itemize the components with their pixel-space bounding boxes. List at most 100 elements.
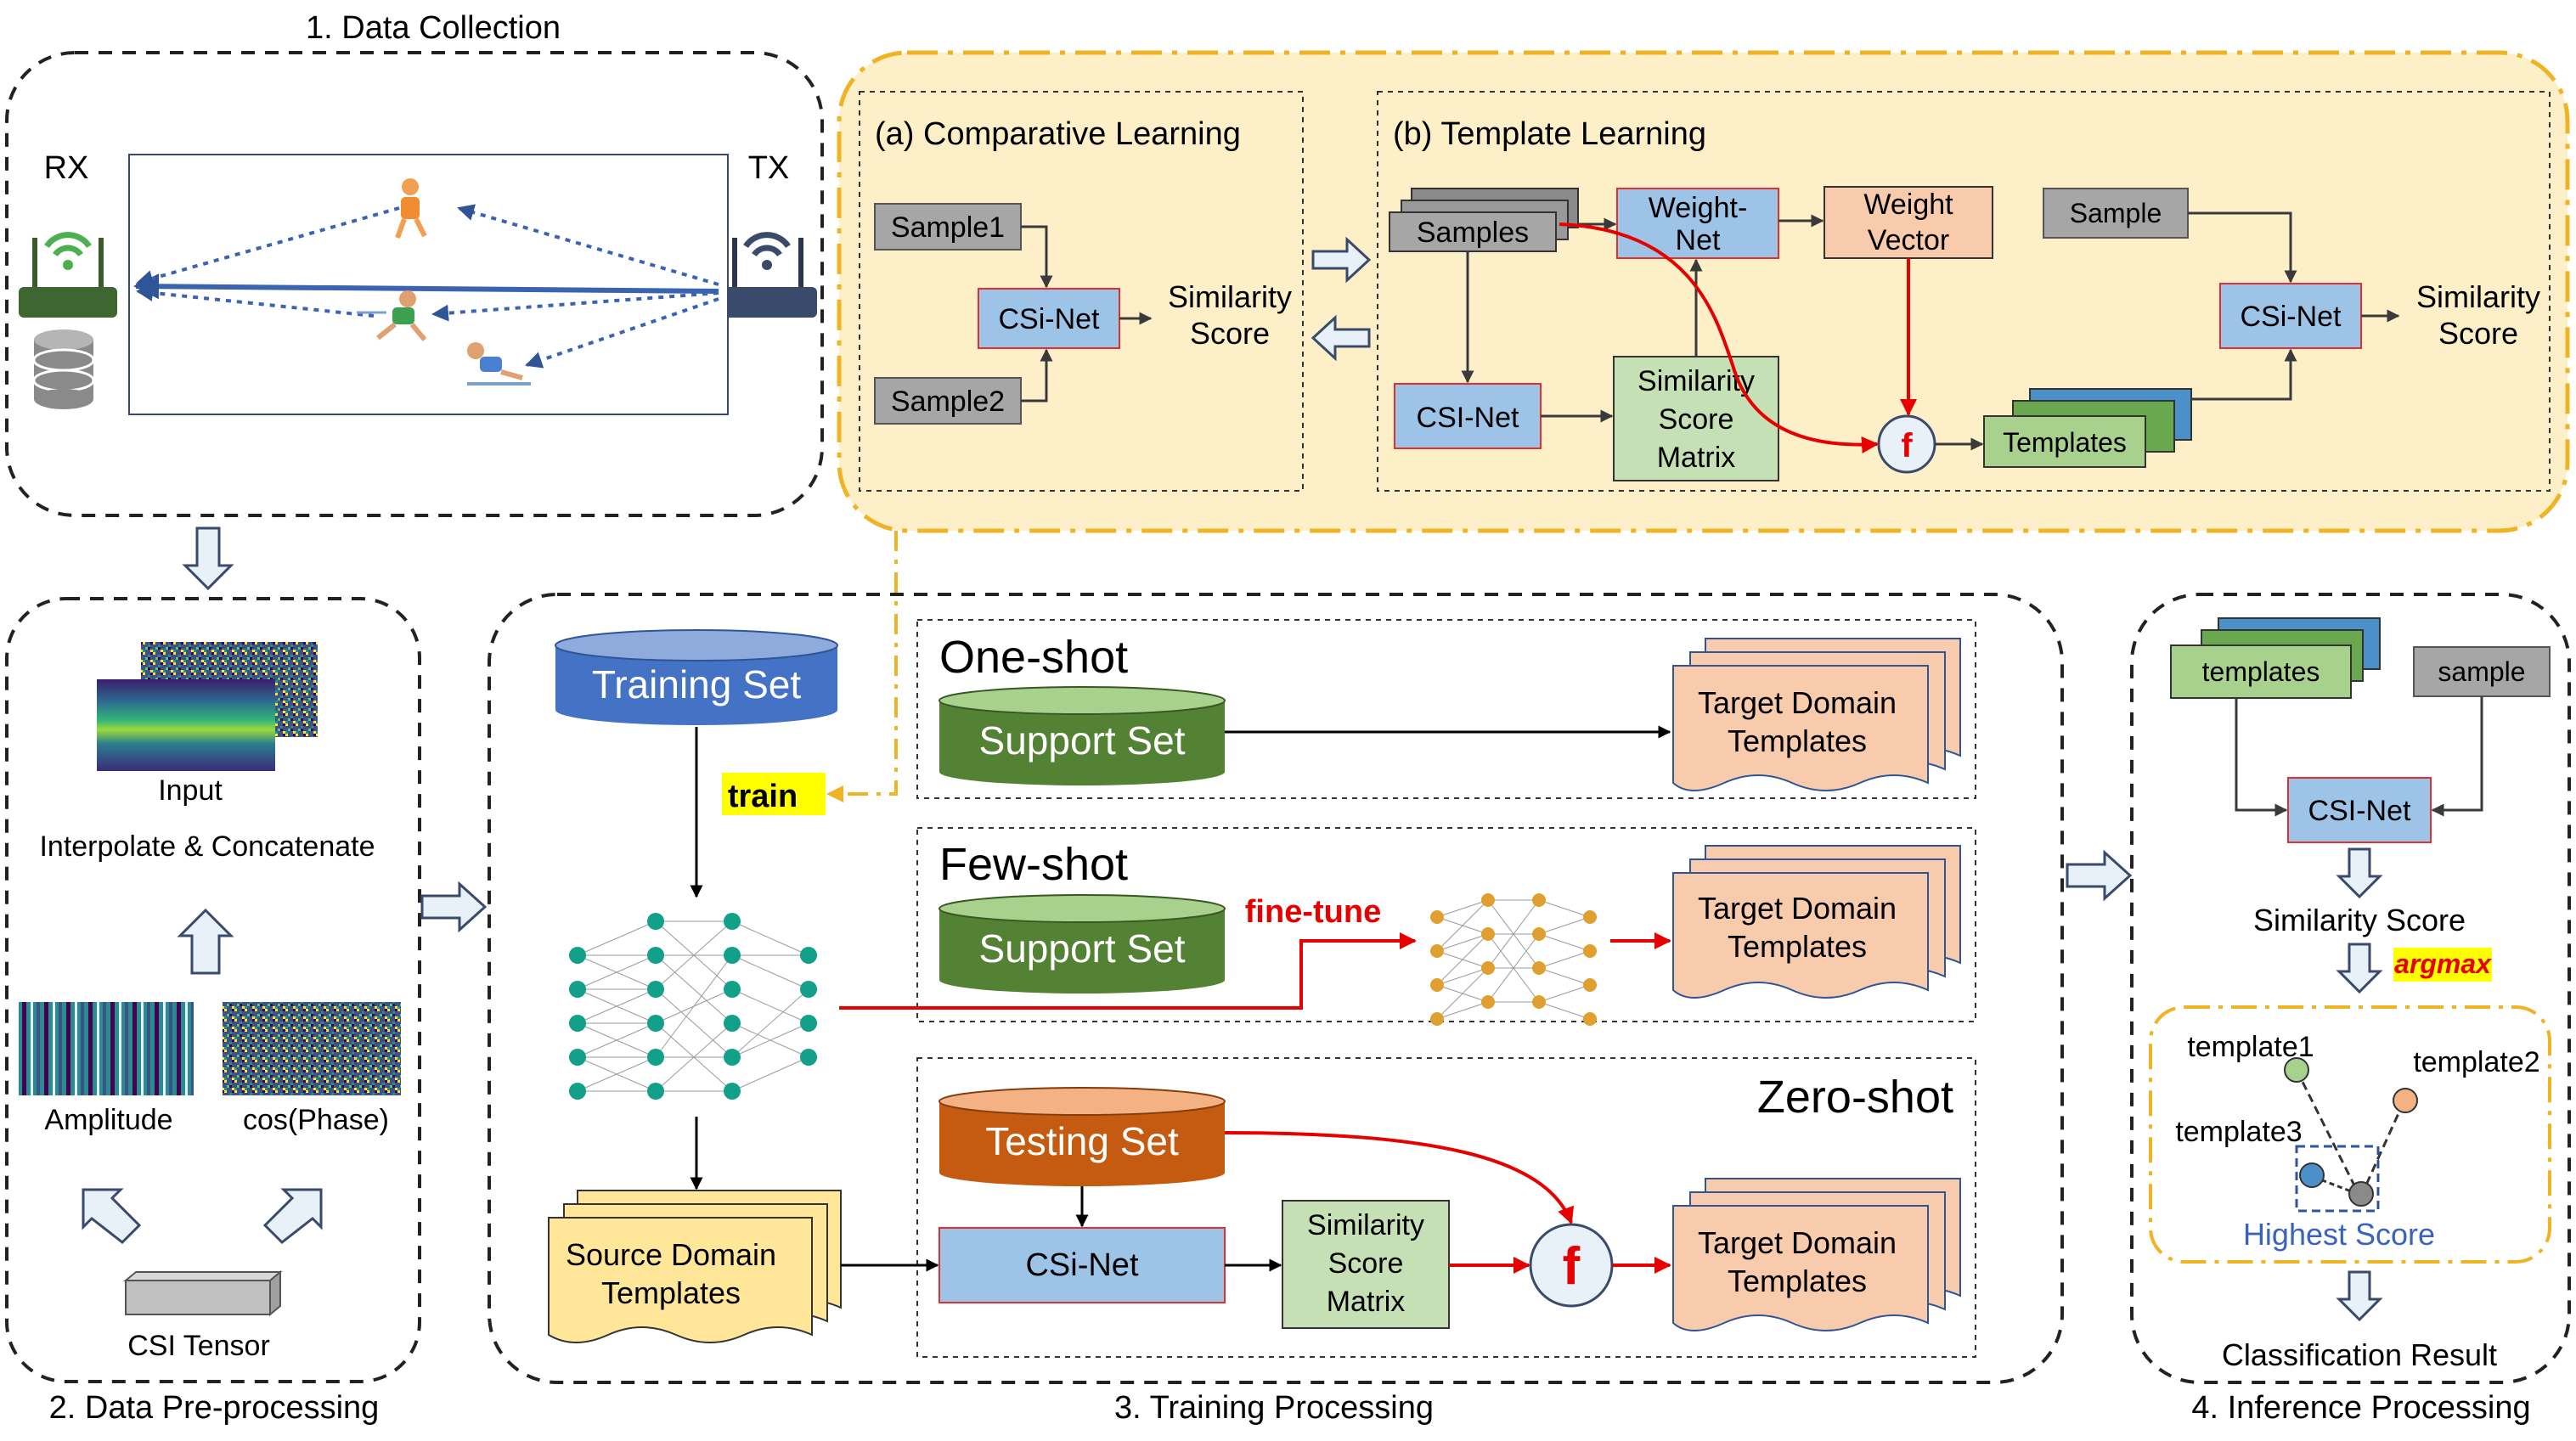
one-shot-title: One-shot bbox=[939, 632, 1128, 683]
zero-shot-csi-net-box bbox=[939, 1227, 1226, 1303]
arrow-sample2-to-net bbox=[1021, 348, 1053, 402]
zero-shot-target-line2: Templates bbox=[1728, 1264, 1867, 1298]
zero-shot-box bbox=[916, 1057, 1976, 1358]
source-templates-line1: Source Domain bbox=[566, 1237, 776, 1272]
training-set-label: Training Set bbox=[592, 662, 802, 706]
finetuned-neural-network bbox=[1436, 899, 1591, 1020]
inf-sample-label: sample bbox=[2438, 656, 2525, 687]
arrow-inf-templates-to-net bbox=[2235, 698, 2288, 817]
one-shot-target-stack bbox=[1672, 638, 1961, 791]
arrow-b-to-a bbox=[1311, 314, 1371, 362]
arrow-collection-to-preproc bbox=[182, 526, 234, 591]
source-neural-network bbox=[577, 920, 809, 1092]
person-running-icon bbox=[357, 290, 427, 341]
inf-similarity-label: Similarity Score bbox=[2253, 903, 2466, 937]
csi-tensor-icon bbox=[123, 1269, 283, 1317]
rx-label: RX bbox=[44, 150, 89, 186]
arrow-inf-sample-to-net bbox=[2431, 696, 2483, 817]
template-learning-title: (b) Template Learning bbox=[1393, 116, 1706, 152]
highest-score-label: Highest Score bbox=[2243, 1217, 2435, 1252]
template2-label: template2 bbox=[2413, 1046, 2539, 1078]
few-shot-title: Few-shot bbox=[939, 839, 1128, 890]
arrow-up-to-input bbox=[177, 908, 234, 975]
template-right-csi-net-box bbox=[2219, 283, 2362, 349]
arrow-sample1-to-net bbox=[1021, 225, 1053, 289]
zero-shot-f-label: f bbox=[1563, 1237, 1581, 1296]
zero-shot-ssm-line3: Matrix bbox=[1327, 1286, 1406, 1318]
section-title-inference: 4. Inference Processing bbox=[2191, 1390, 2530, 1426]
comparative-csi-net-box bbox=[978, 288, 1120, 349]
line-t2-to-sample bbox=[2361, 1101, 2405, 1193]
arrow-to-classification bbox=[2336, 1270, 2383, 1322]
train-highlight bbox=[722, 773, 826, 815]
database-icon bbox=[32, 329, 95, 409]
training-panel bbox=[488, 593, 2064, 1384]
tx-router-icon bbox=[719, 232, 817, 318]
reflection-paths bbox=[136, 204, 719, 369]
template3-label: template3 bbox=[2175, 1116, 2302, 1148]
arrow-similarity-to-argmax bbox=[2336, 943, 2383, 994]
inf-templates-label: templates bbox=[2202, 656, 2320, 687]
highest-score-box bbox=[2295, 1145, 2380, 1213]
red-arrow-nn-to-finetuned bbox=[839, 932, 1417, 1010]
fine-tune-label: fine-tune bbox=[1245, 894, 1381, 930]
one-shot-target-line2: Templates bbox=[1728, 723, 1867, 758]
amplitude-heatmap-front bbox=[97, 679, 275, 771]
template-sample-label: Sample bbox=[2070, 198, 2162, 228]
rx-router-icon bbox=[19, 232, 117, 318]
template-right-csi-net-label: CSi-Net bbox=[2240, 301, 2342, 333]
arrow-training-to-inference bbox=[2066, 849, 2133, 902]
finetuned-nn-nodes bbox=[1430, 893, 1597, 1026]
comparative-title: (a) Comparative Learning bbox=[875, 116, 1241, 152]
section-title-training: 3. Training Processing bbox=[1114, 1390, 1434, 1426]
few-shot-support-db bbox=[939, 894, 1226, 994]
zero-shot-title: Zero-shot bbox=[1757, 1072, 1953, 1123]
argmax-highlight bbox=[2393, 948, 2492, 982]
few-shot-support-label: Support Set bbox=[979, 926, 1186, 971]
few-shot-box bbox=[916, 827, 1976, 1022]
section-title-preprocessing: 2. Data Pre-processing bbox=[49, 1390, 380, 1426]
templates-label: Templates bbox=[2003, 427, 2127, 458]
line-t1-to-sample bbox=[2295, 1069, 2359, 1193]
inference-panel bbox=[2130, 593, 2571, 1384]
arrow-templates-to-csi-net bbox=[2191, 348, 2297, 401]
inf-templates-box bbox=[2170, 645, 2352, 699]
template3-point bbox=[2299, 1162, 2325, 1188]
inf-csi-net-label: CSI-Net bbox=[2308, 795, 2411, 827]
samples-box bbox=[1389, 211, 1557, 252]
samples-label: Samples bbox=[1417, 217, 1529, 249]
comparative-score-line2: Score bbox=[1190, 316, 1270, 351]
templates-box bbox=[1983, 415, 2146, 468]
preprocessing-panel bbox=[5, 597, 421, 1383]
csi-tensor-label: CSI Tensor bbox=[127, 1330, 270, 1362]
arrow-net-to-similarity bbox=[2336, 847, 2383, 899]
weight-vector-box bbox=[1823, 186, 1993, 259]
testing-set-label: Testing Set bbox=[985, 1119, 1179, 1163]
interpolate-label: Interpolate & Concatenate bbox=[39, 830, 375, 863]
amplitude-label: Amplitude bbox=[44, 1104, 172, 1136]
arrow-sample-to-csi-net bbox=[2188, 211, 2297, 284]
zero-shot-ssm-line2: Score bbox=[1328, 1247, 1404, 1280]
person-walking-icon bbox=[395, 178, 427, 239]
train-label: train bbox=[728, 779, 798, 814]
phase-label: cos(Phase) bbox=[243, 1104, 389, 1136]
template-f-label: f bbox=[1901, 427, 1913, 464]
template-csi-net-box bbox=[1394, 383, 1542, 449]
template-ssm-line2: Score bbox=[1659, 403, 1734, 436]
template-ssm-line3: Matrix bbox=[1657, 442, 1736, 474]
weight-net-line1: Weight- bbox=[1649, 192, 1748, 224]
arrow-tensor-to-amplitude bbox=[82, 1188, 142, 1244]
phase-image bbox=[223, 1002, 401, 1095]
zero-shot-ssm-line1: Similarity bbox=[1307, 1209, 1424, 1241]
red-arrow-samples-to-f bbox=[1559, 222, 1879, 453]
zero-shot-csi-net-label: CSi-Net bbox=[1025, 1247, 1138, 1283]
weight-net-line2: Net bbox=[1676, 224, 1721, 256]
sample2-label: Sample2 bbox=[891, 386, 1005, 418]
comparative-csi-net-label: CSi-Net bbox=[998, 303, 1100, 335]
classification-result-label: Classification Result bbox=[2222, 1337, 2497, 1372]
template2-point bbox=[2393, 1088, 2418, 1113]
sample1-label: Sample1 bbox=[891, 211, 1005, 244]
comparative-learning-box bbox=[859, 91, 1304, 492]
template-sample-box bbox=[2043, 188, 2189, 239]
